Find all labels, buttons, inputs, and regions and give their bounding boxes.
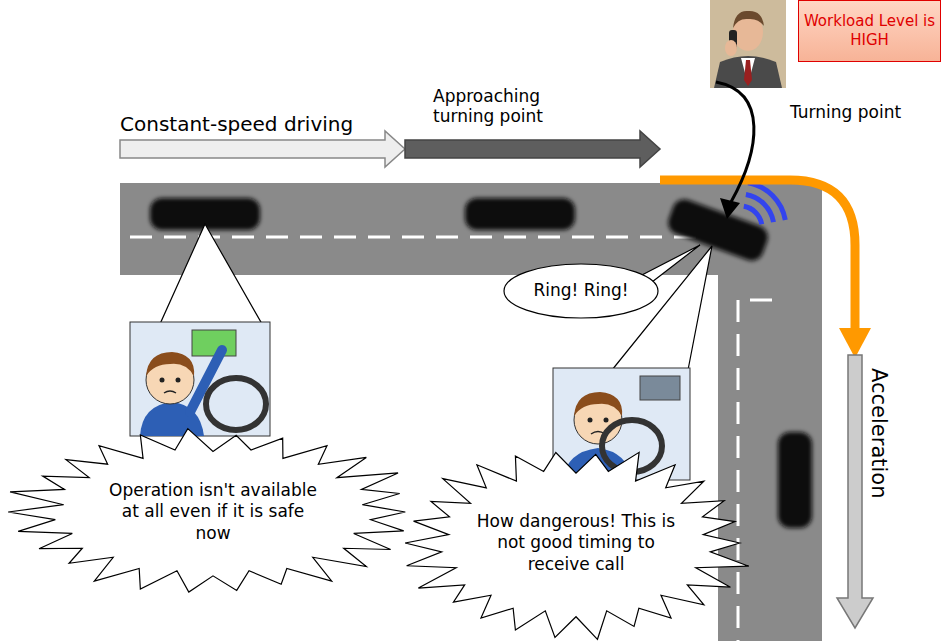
driver-eye (160, 378, 165, 383)
starburst-shout: How dangerous! This is not good timing t… (398, 446, 754, 640)
starburst-shout: Operation isn't available at all even if… (4, 428, 422, 596)
caller-hair (733, 11, 764, 28)
node-text: How dangerous! This is not good timing t… (474, 511, 679, 575)
workload-box: Workload Level is HIGH (798, 0, 941, 62)
car (465, 198, 575, 230)
car (778, 432, 812, 528)
constant-speed-arrow (120, 131, 405, 167)
starburst-polygon (8, 429, 405, 592)
call-arrow (716, 82, 754, 202)
driver-panel (130, 322, 270, 436)
steering-wheel (206, 378, 266, 430)
lane-marking (130, 236, 705, 239)
dashboard-screen (640, 376, 680, 400)
callout-pointer (160, 224, 262, 324)
car (665, 196, 771, 264)
call-arrowhead (720, 198, 740, 219)
bubble-tail (640, 245, 700, 282)
driver-hair (146, 352, 194, 376)
node-text: Ring! Ring! (511, 280, 651, 301)
driver-mouth (164, 391, 176, 393)
driver-hair (574, 392, 622, 416)
diagram-label: Constant-speed driving (120, 112, 353, 136)
node-text: Operation isn't available at all even if… (107, 480, 319, 544)
approaching-arrow (405, 131, 660, 167)
signal-arc (748, 183, 785, 220)
dashboard-screen (192, 330, 236, 356)
diagram-label: Turning point (790, 102, 901, 122)
lane-marking (738, 300, 772, 641)
speech-bubble: Ring! Ring! (502, 262, 660, 320)
caller-photo (710, 0, 786, 88)
turning-arrowhead (839, 328, 871, 358)
bubble-ellipse (504, 264, 658, 318)
driver-eye (176, 378, 181, 383)
starburst-polygon (405, 452, 749, 639)
caller-hand (725, 40, 737, 56)
signal-arc (746, 195, 774, 223)
diagram-label: Acceleration (866, 368, 891, 499)
signal-arc (744, 206, 762, 224)
diagram-label: Approaching turning point (433, 86, 563, 127)
driver-eye (604, 418, 609, 423)
driver-eye (588, 418, 593, 423)
caller-tie (744, 60, 752, 86)
node-text: Workload Level is HIGH (800, 12, 940, 50)
